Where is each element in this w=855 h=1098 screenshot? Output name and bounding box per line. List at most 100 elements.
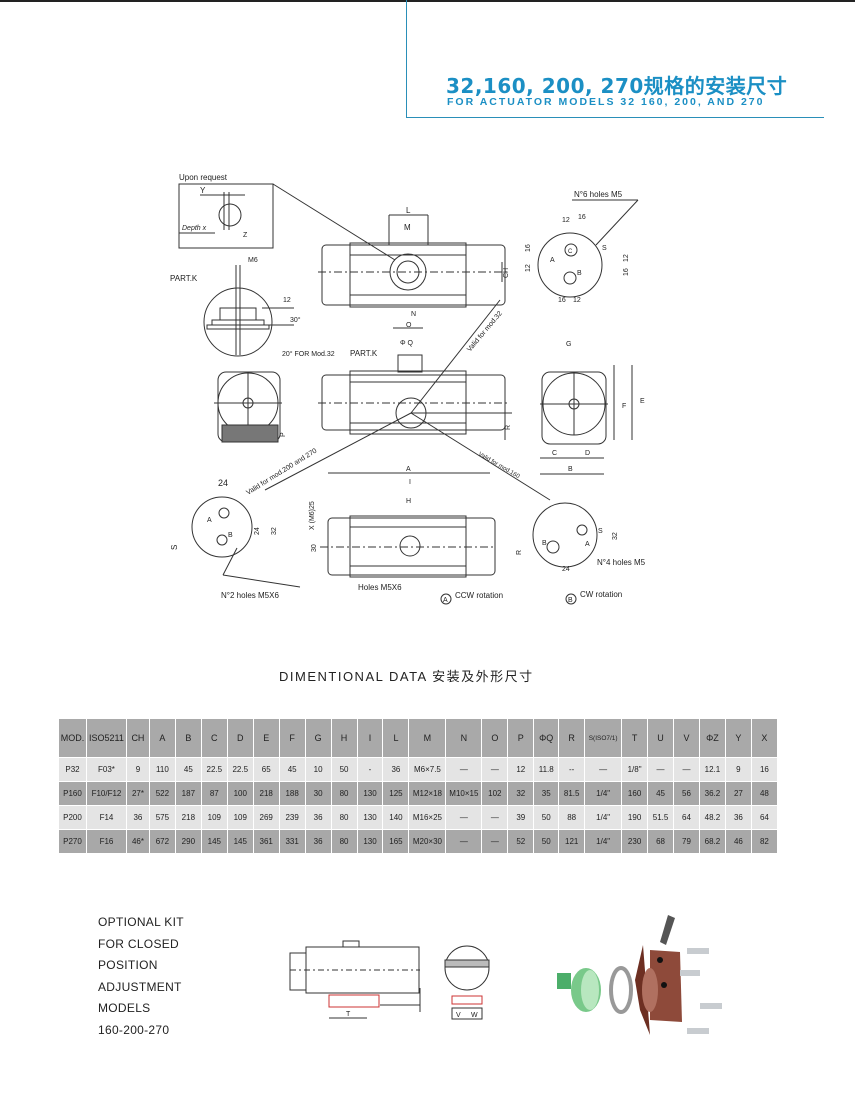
table-cell: 36 (383, 758, 409, 781)
table-cell: 230 (622, 830, 648, 853)
table-cell: 130 (357, 782, 383, 805)
table-cell: 27* (126, 782, 149, 805)
optional-kit-caption: OPTIONAL KIT FOR CLOSED POSITION ADJUSTM… (98, 912, 184, 1041)
svg-text:Z: Z (243, 232, 248, 239)
svg-text:B: B (228, 532, 233, 539)
table-cell: 80 (331, 830, 357, 853)
kit-line: 160-200-270 (98, 1022, 170, 1037)
svg-text:P: P (280, 432, 287, 437)
svg-text:Valid for mod.200 and 270: Valid for mod.200 and 270 (245, 447, 318, 496)
table-cell: 11.8 (534, 758, 559, 781)
table-cell: 22.5 (227, 758, 253, 781)
table-cell: — (446, 758, 482, 781)
svg-text:16: 16 (558, 297, 566, 304)
flange-view-mod32: N°6 holes M5 A B C 12 16 16 12 S 16 12 1… (525, 190, 639, 304)
svg-text:L: L (406, 206, 411, 215)
table-cell: P160 (59, 782, 86, 805)
table-cell: 130 (357, 806, 383, 829)
kit-line: POSITION (98, 958, 158, 972)
side-view-left: 20° FOR Mod.32 PART.K P (214, 349, 378, 443)
table-cell: 12 (508, 758, 534, 781)
table-cell: 65 (253, 758, 279, 781)
svg-text:A: A (585, 541, 590, 548)
column-header: CH (126, 719, 149, 757)
table-cell: 64 (751, 806, 777, 829)
svg-text:16: 16 (623, 268, 630, 276)
svg-text:Depth x: Depth x (182, 225, 207, 232)
column-header: ISO5211 (86, 719, 126, 757)
table-cell: 48.2 (699, 806, 725, 829)
table-cell: 39 (508, 806, 534, 829)
svg-text:12: 12 (283, 297, 291, 304)
table-cell: M16×25 (409, 806, 446, 829)
svg-text:R: R (505, 425, 512, 430)
column-header: X (751, 719, 777, 757)
table-cell: 87 (201, 782, 227, 805)
table-cell: 46* (126, 830, 149, 853)
svg-text:30: 30 (311, 544, 318, 552)
svg-text:20° FOR Mod.32: 20° FOR Mod.32 (282, 350, 335, 358)
table-cell: 81.5 (559, 782, 585, 805)
svg-text:N°6 holes M5: N°6 holes M5 (574, 190, 623, 199)
svg-text:M: M (404, 223, 411, 232)
column-header: Y (725, 719, 751, 757)
table-cell: F03* (86, 758, 126, 781)
table-cell: 68.2 (699, 830, 725, 853)
table-cell: 218 (253, 782, 279, 805)
column-header: V (674, 719, 699, 757)
svg-text:12: 12 (623, 254, 630, 262)
svg-text:A: A (443, 597, 448, 604)
table-cell: M20×30 (409, 830, 446, 853)
table-cell: 125 (383, 782, 409, 805)
svg-text:C: C (552, 450, 557, 457)
svg-text:24: 24 (218, 478, 228, 488)
table-cell: 80 (331, 806, 357, 829)
table-cell: M6×7.5 (409, 758, 446, 781)
column-header: B (175, 719, 201, 757)
column-header: I (357, 719, 383, 757)
header-divider-vertical (406, 0, 407, 118)
table-cell: 145 (201, 830, 227, 853)
svg-text:32: 32 (271, 527, 278, 535)
table-cell: 269 (253, 806, 279, 829)
svg-text:16: 16 (578, 214, 586, 221)
table-cell: 12.1 (699, 758, 725, 781)
table-cell: 1/4" (585, 782, 622, 805)
kit-line: FOR CLOSED (98, 936, 180, 951)
svg-text:A: A (550, 257, 555, 264)
column-header: ΦZ (699, 719, 725, 757)
side-view-right: G F E C D B (540, 341, 645, 475)
table-cell: 30 (305, 782, 331, 805)
svg-text:Holes M5X6: Holes M5X6 (358, 583, 402, 592)
column-header: U (648, 719, 674, 757)
bottom-view-actuator: A I H 30 X (M6)25 Holes M5X6 CCW rotatio… (309, 466, 503, 605)
column-header: C (201, 719, 227, 757)
table-cell: 64 (674, 806, 699, 829)
table-cell: 1/8" (622, 758, 648, 781)
table-cell: 35 (534, 782, 559, 805)
svg-text:V: V (456, 1012, 461, 1019)
svg-text:32: 32 (612, 532, 619, 540)
table-cell: 51.5 (648, 806, 674, 829)
table-cell: 290 (175, 830, 201, 853)
table-cell: 190 (622, 806, 648, 829)
table-cell: 121 (559, 830, 585, 853)
kit-line: MODELS (98, 1001, 151, 1015)
svg-text:B: B (568, 466, 573, 473)
table-cell: 575 (149, 806, 175, 829)
column-header: E (253, 719, 279, 757)
column-header: T (622, 719, 648, 757)
svg-text:CCW rotation: CCW rotation (455, 591, 503, 600)
table-cell: 361 (253, 830, 279, 853)
table-cell: 109 (201, 806, 227, 829)
column-header: R (559, 719, 585, 757)
svg-text:G: G (566, 341, 571, 348)
header-divider-horizontal (406, 117, 824, 118)
table-cell: 56 (674, 782, 699, 805)
table-cell: 50 (331, 758, 357, 781)
table-cell: — (482, 830, 508, 853)
table-cell: — (585, 758, 622, 781)
